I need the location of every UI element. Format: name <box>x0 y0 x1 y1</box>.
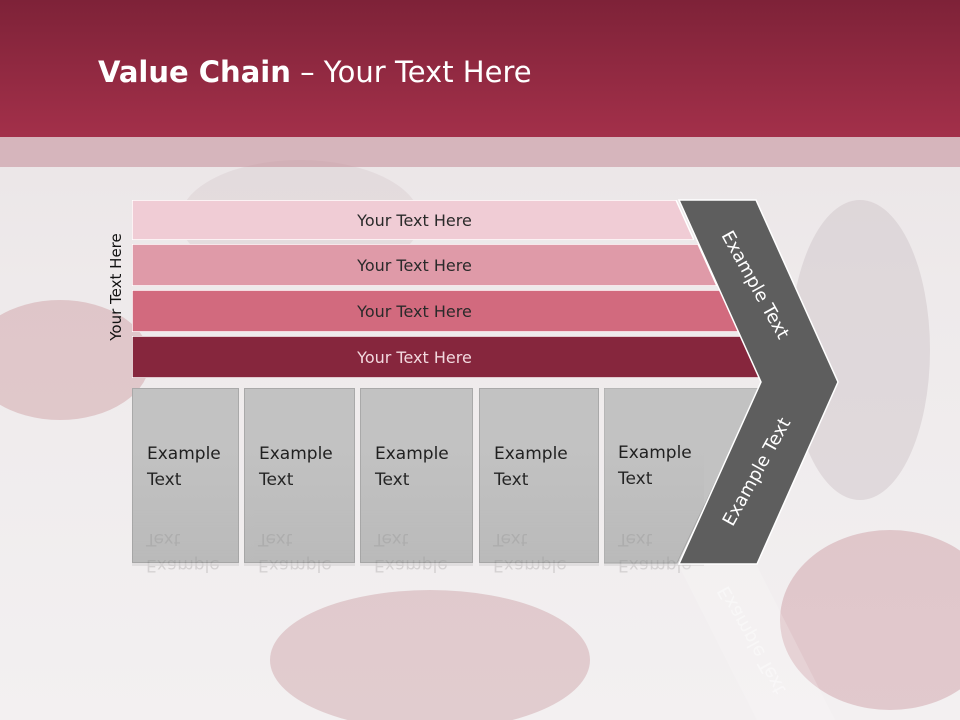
box-1-reflection-label: Example Text <box>146 529 220 575</box>
box-2-reflection: Example Text <box>244 446 355 575</box>
bar-1: Your Text Here <box>132 200 694 240</box>
bar-4: Your Text Here <box>132 336 764 378</box>
box-3-reflection-label: Example Text <box>374 529 448 575</box>
box-4-label: Example Text <box>494 444 568 490</box>
box-4-reflection-label: Example Text <box>493 529 567 575</box>
title-bar <box>0 0 960 137</box>
bar-3-label: Your Text Here <box>357 301 472 321</box>
box-5-shape <box>604 388 761 564</box>
title-bold: Value Chain <box>98 55 291 89</box>
box-5: Example Text <box>604 388 704 563</box>
box-3-label: Example Text <box>375 444 449 490</box>
box-1: Example Text <box>132 388 239 563</box>
bar-3: Your Text Here <box>132 290 740 332</box>
title-rest: – Your Text Here <box>290 55 532 89</box>
bar-4-label: Your Text Here <box>357 347 472 367</box>
bar-4-shape <box>132 336 764 378</box>
box-4: Example Text <box>479 388 599 563</box>
bar-1-shape <box>132 200 694 240</box>
chevron-arrow <box>677 199 839 565</box>
box-1-label: Example Text <box>147 444 221 490</box>
box-3: Example Text <box>360 388 473 563</box>
bar-1-label: Your Text Here <box>357 210 472 230</box>
box-2: Example Text <box>244 388 355 563</box>
box-3-reflection: Example Text <box>360 446 473 575</box>
box-1-reflection: Example Text <box>132 446 239 575</box>
chevron-reflection <box>679 566 835 720</box>
bar-2-label: Your Text Here <box>357 255 472 275</box>
box-4-reflection: Example Text <box>479 446 599 575</box>
box-5-label: Example Text <box>618 443 692 489</box>
box-2-reflection-label: Example Text <box>258 529 332 575</box>
header-band <box>0 137 960 167</box>
slide-title: Value Chain – Your Text Here <box>98 55 532 89</box>
side-label: Your Text Here <box>107 233 125 341</box>
bar-2: Your Text Here <box>132 244 717 286</box>
bar-2-shape <box>132 244 717 286</box>
bar-3-shape <box>132 290 740 332</box>
box-2-label: Example Text <box>259 444 333 490</box>
